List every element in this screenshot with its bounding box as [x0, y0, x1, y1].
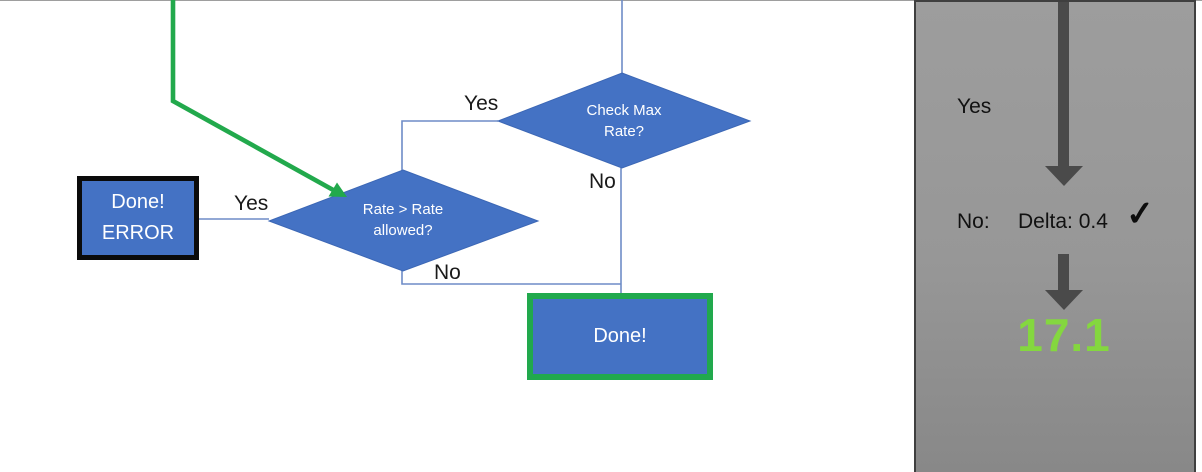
panel-arrow-1-shaft [1058, 2, 1069, 166]
check-max-rate-label: Check Max Rate? [586, 102, 662, 140]
panel-delta-value: Delta: 0.4 [1018, 210, 1108, 233]
panel-arrow-1-head-icon [1045, 166, 1083, 186]
panel-arrow-2-shaft [1058, 254, 1069, 290]
check-max-rate-diamond[interactable] [496, 72, 752, 169]
rate-allowed-label: Rate > Rate allowed? [362, 201, 444, 239]
panel-arrow-2-head-icon [1045, 290, 1083, 310]
green-flow-arrow-line [170, 0, 337, 194]
panel-yes-label: Yes [957, 95, 992, 118]
check-max-yes-label: Yes [464, 92, 499, 115]
panel-no-label: No: [957, 210, 990, 233]
check-max-no-label: No [589, 170, 616, 193]
top-edge-divider [0, 0, 1202, 1]
checkmark-icon: ✓ [1124, 194, 1156, 234]
done-box[interactable]: Done! [527, 293, 713, 380]
done-error-box-label: Done! ERROR [101, 191, 175, 244]
rate-no-label: No [434, 261, 461, 284]
flowchart-graphics [170, 0, 752, 293]
result-value: 17.1 [1017, 309, 1111, 361]
rate-allowed-diamond[interactable] [267, 169, 540, 272]
done-box-label: Done! [593, 325, 647, 347]
done-error-box[interactable]: Done! ERROR [77, 176, 199, 260]
green-flow-arrowhead [328, 182, 347, 197]
side-panel: Yes No: Delta: 0.4 ✓ 17.1 [914, 0, 1196, 472]
rate-yes-label: Yes [234, 192, 269, 215]
